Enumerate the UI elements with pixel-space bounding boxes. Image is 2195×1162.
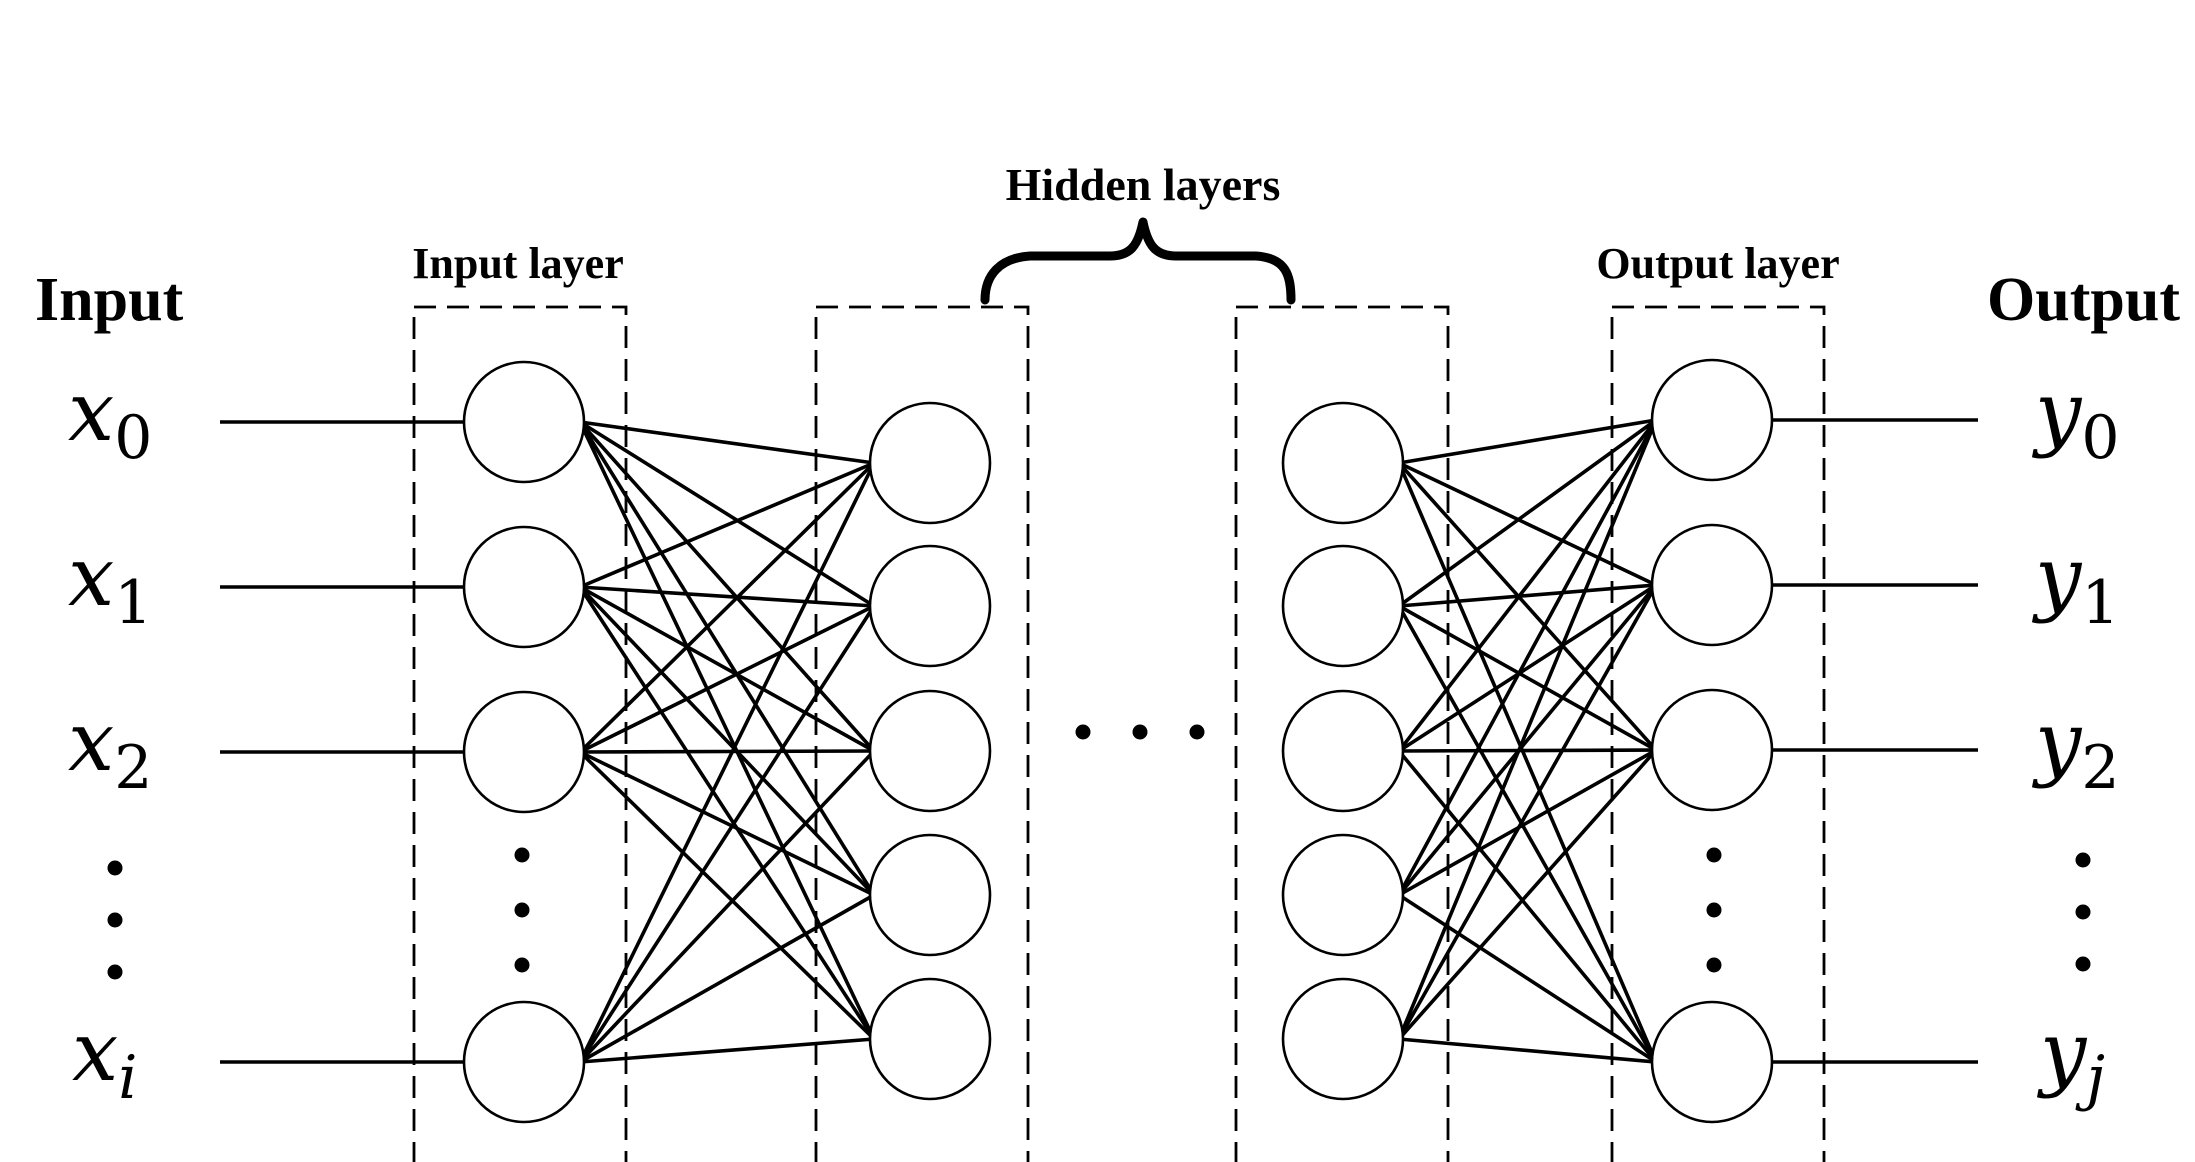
edge-hidden-layer-last-3-to-2 <box>1398 748 1657 897</box>
edge-input-layer-0-to-2 <box>578 420 876 753</box>
hidden-layers-ellipsis-dots <box>1075 724 1205 740</box>
hidden-layer-last-node-0 <box>1281 401 1405 525</box>
output-layer-node-2 <box>1650 688 1774 812</box>
input-label-0: x0 <box>68 365 152 473</box>
edge-input-layer-0-to-1 <box>579 420 875 608</box>
input-layer-node-0 <box>462 360 586 484</box>
hidden-layer-first-node-4 <box>868 977 992 1101</box>
edge-input-layer-1-to-4 <box>578 586 876 1040</box>
edge-input-layer-3-to-3 <box>579 893 875 1064</box>
hidden-layer-first-node-2 <box>868 689 992 813</box>
hidden-layer-first-box <box>814 305 1030 1162</box>
edge-hidden-layer-last-3-to-1 <box>1397 583 1658 897</box>
output-ellipsis-dots <box>2075 852 2091 972</box>
edge-input-layer-1-to-3 <box>578 585 876 897</box>
edge-hidden-layer-last-0-to-1 <box>1398 461 1657 587</box>
input-ellipsis-dots <box>107 860 123 980</box>
output-layer-label: Output layer <box>1596 239 1839 288</box>
hidden-layer-first-node-1 <box>868 544 992 668</box>
edge-input-layer-3-to-4 <box>579 1037 875 1064</box>
output-label-1: y1 <box>2031 530 2120 638</box>
output-label-0: y0 <box>2031 365 2120 473</box>
edge-hidden-layer-last-2-to-0 <box>1397 418 1658 753</box>
hidden-layer-last-box <box>1234 305 1450 1162</box>
edge-hidden-layer-last-4-to-3 <box>1398 1037 1657 1064</box>
input-layer-ellipsis-dots <box>514 847 530 973</box>
output-layer-node-3 <box>1650 1000 1774 1124</box>
hidden-layer-first-node-3 <box>868 833 992 957</box>
edge-input-layer-2-to-0 <box>578 461 876 754</box>
output-label-2: y2 <box>2031 695 2120 803</box>
edge-hidden-layer-last-2-to-1 <box>1398 583 1657 753</box>
output-title: Output <box>1987 266 2180 334</box>
edge-input-layer-3-to-2 <box>578 749 876 1064</box>
output-layer-ellipsis-dots <box>1706 847 1722 973</box>
connection-edges <box>578 418 1658 1064</box>
input-layer-node-3 <box>462 1000 586 1124</box>
edge-hidden-layer-last-2-to-3 <box>1397 749 1658 1064</box>
edge-hidden-layer-last-2-to-2 <box>1398 748 1657 753</box>
input-layer-box <box>412 305 628 1162</box>
hidden-layers-label: Hidden layers <box>1006 159 1281 210</box>
edge-input-layer-2-to-1 <box>579 604 875 754</box>
edge-input-layer-3-to-0 <box>578 462 876 1063</box>
hidden-layer-first-node-0 <box>868 401 992 525</box>
hidden-layer-last-node-2 <box>1281 689 1405 813</box>
input-label-i: xi <box>72 1005 137 1113</box>
input-variable-labels: x0 x1 x2 xi <box>68 365 152 1113</box>
hidden-layer-last-node-4 <box>1281 977 1405 1101</box>
edge-input-layer-2-to-2 <box>579 749 875 754</box>
output-layer-node-1 <box>1650 523 1774 647</box>
input-layer-node-2 <box>462 690 586 814</box>
input-label-1: x1 <box>68 530 152 638</box>
input-layer-label: Input layer <box>412 239 623 288</box>
edge-input-layer-0-to-0 <box>579 420 875 465</box>
edge-input-layer-2-to-4 <box>578 750 876 1041</box>
hidden-layers-brace <box>980 217 1296 305</box>
input-layer-node-1 <box>462 525 586 649</box>
input-label-2: x2 <box>68 695 152 803</box>
edge-hidden-layer-last-0-to-0 <box>1398 418 1657 465</box>
output-layer-box <box>1610 305 1826 1162</box>
hidden-layer-last-node-1 <box>1281 544 1405 668</box>
edge-input-layer-0-to-3 <box>578 421 876 896</box>
edge-hidden-layer-last-0-to-2 <box>1397 461 1658 752</box>
edge-hidden-layer-last-3-to-3 <box>1398 893 1657 1064</box>
edge-input-layer-0-to-4 <box>578 421 876 1040</box>
edge-input-layer-2-to-3 <box>579 750 875 897</box>
io-lines <box>220 418 1978 1064</box>
neuron-nodes <box>462 358 1774 1124</box>
hidden-layer-last-node-3 <box>1281 833 1405 957</box>
input-title: Input <box>35 266 184 334</box>
output-variable-labels: y0 y1 y2 yj <box>2031 365 2120 1113</box>
edge-input-layer-1-to-0 <box>579 461 875 589</box>
edge-input-layer-1-to-1 <box>579 585 875 608</box>
edge-input-layer-3-to-1 <box>578 605 876 1063</box>
edge-input-layer-1-to-2 <box>579 585 875 753</box>
output-label-j: yj <box>2036 1005 2105 1113</box>
output-layer-node-0 <box>1650 358 1774 482</box>
